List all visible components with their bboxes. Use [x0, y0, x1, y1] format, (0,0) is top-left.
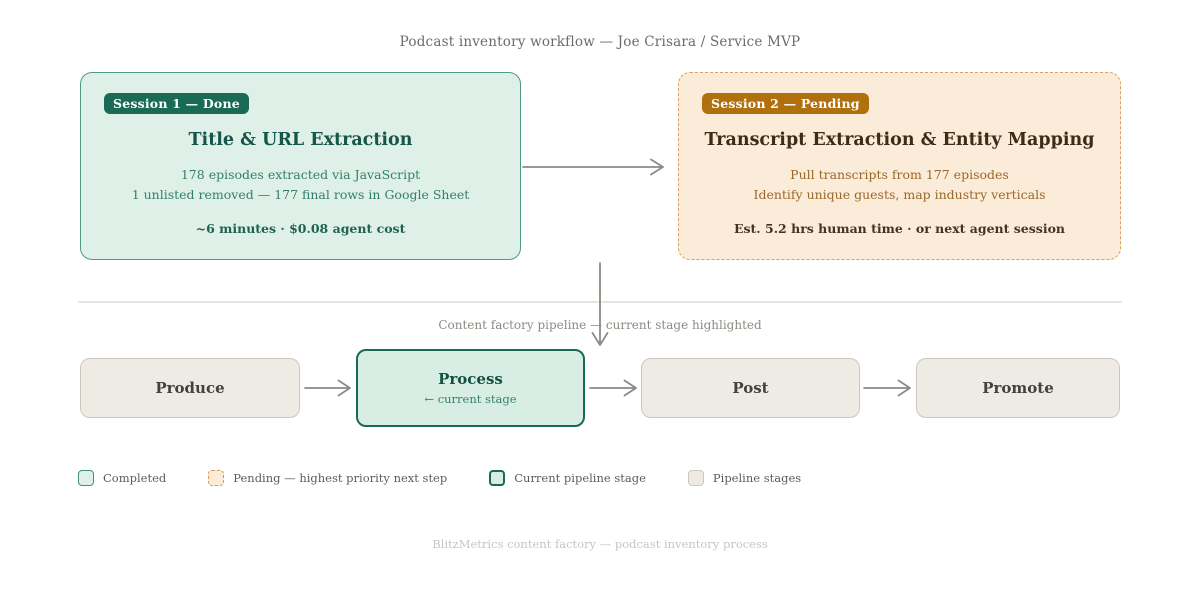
arrow-post-to-promote	[863, 379, 911, 397]
page-title: Podcast inventory workflow — Joe Crisara…	[399, 34, 801, 50]
session-1-stat: ~6 minutes · $0.08 agent cost	[195, 221, 406, 236]
pending-swatch-icon	[208, 470, 225, 486]
completed-swatch-icon	[78, 470, 94, 486]
pipeline-caption: Content factory pipeline — current stage…	[438, 318, 762, 332]
session-1-card: Session 1 — Done Title & URL Extraction …	[80, 72, 521, 260]
page-footer: BlitzMetrics content factory — podcast i…	[432, 537, 768, 551]
legend-item-pipeline-stages: Pipeline stages	[687, 470, 802, 486]
legend-label: Current pipeline stage	[514, 471, 646, 485]
session-2-status-badge: Session 2 — Pending	[702, 93, 869, 114]
arrow-session1-to-session2	[522, 158, 664, 176]
pipeline-stages-swatch-icon	[687, 470, 704, 486]
pipeline-stage-produce: Produce	[80, 358, 300, 418]
legend-item-pending: Pending — highest priority next step	[208, 470, 447, 486]
legend-item-current-stage: Current pipeline stage	[489, 470, 646, 486]
session-2-stat: Est. 5.2 hrs human time · or next agent …	[733, 221, 1066, 236]
session-2-title: Transcript Extraction & Entity Mapping	[704, 130, 1095, 150]
session-1-status-badge: Session 1 — Done	[104, 93, 249, 114]
current-stage-swatch-icon	[489, 470, 506, 486]
stage-label: Promote	[982, 379, 1054, 397]
pipeline-stage-post: Post	[641, 358, 860, 418]
legend-label: Pipeline stages	[712, 471, 802, 485]
legend-item-completed: Completed	[78, 470, 166, 486]
arrow-down-to-pipeline	[591, 262, 609, 346]
pipeline-stage-process-current: Process ← current stage	[356, 349, 585, 427]
pipeline-stage-promote: Promote	[916, 358, 1120, 418]
legend: Completed Pending — highest priority nex…	[78, 470, 801, 486]
session-2-detail-line: Pull transcripts from 177 episodes	[790, 167, 1009, 182]
arrow-process-to-post	[589, 379, 637, 397]
arrow-produce-to-process	[304, 379, 351, 397]
legend-label: Completed	[103, 471, 167, 485]
current-stage-sublabel: ← current stage	[424, 392, 517, 406]
stage-label: Produce	[155, 379, 225, 397]
session-2-detail-line: Identify unique guests, map industry ver…	[753, 187, 1046, 202]
session-1-detail-line: 1 unlisted removed — 177 final rows in G…	[131, 187, 470, 202]
session-1-title: Title & URL Extraction	[188, 130, 413, 150]
session-1-detail-line: 178 episodes extracted via JavaScript	[180, 167, 421, 182]
stage-label: Post	[732, 379, 769, 397]
legend-label: Pending — highest priority next step	[233, 471, 448, 485]
session-2-card: Session 2 — Pending Transcript Extractio…	[678, 72, 1121, 260]
stage-label: Process	[438, 370, 503, 388]
section-divider	[78, 301, 1122, 303]
